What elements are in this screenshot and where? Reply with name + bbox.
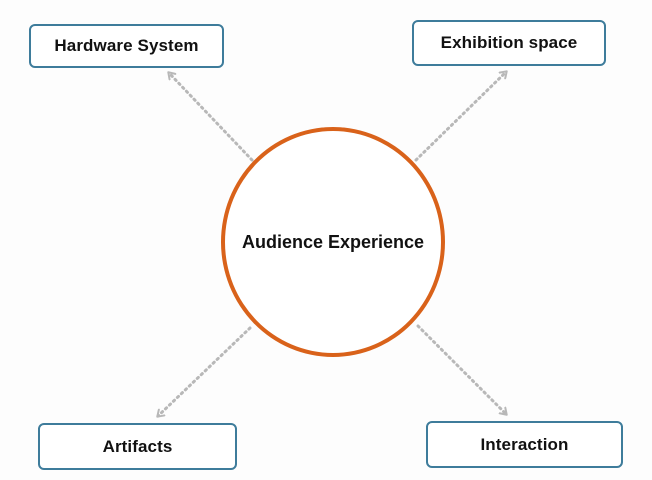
arrow-to-hardware [167, 71, 254, 162]
node-interaction: Interaction [426, 421, 623, 468]
center-label: Audience Experience [241, 231, 425, 252]
arrow-to-artifacts [156, 326, 252, 418]
node-hardware-system: Hardware System [29, 24, 224, 68]
node-artifacts: Artifacts [38, 423, 237, 470]
node-exhibition-space: Exhibition space [412, 20, 606, 66]
arrow-to-interaction [416, 324, 508, 416]
center-node-audience-experience: Audience Experience [221, 127, 445, 357]
arrow-to-exhibition [414, 70, 508, 162]
